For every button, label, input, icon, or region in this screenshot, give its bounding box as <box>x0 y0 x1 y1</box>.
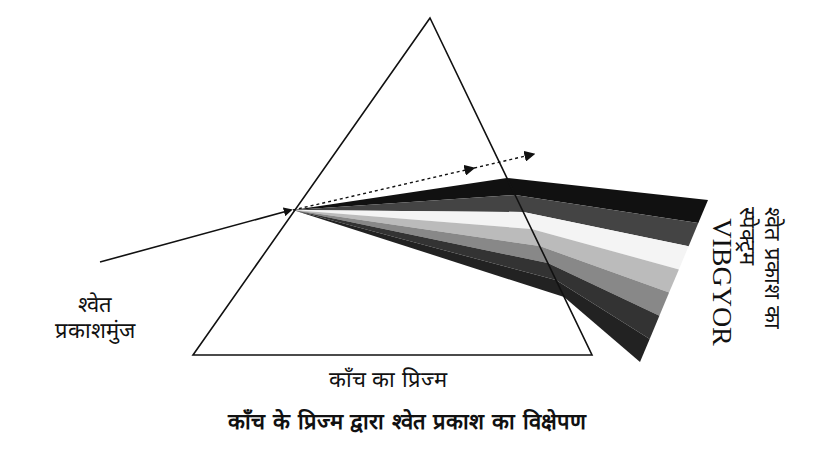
spectrum-order: VIBGYOR <box>708 218 736 346</box>
prism-label: काँच का प्रिज्म <box>329 367 448 393</box>
spectrum-fan <box>293 178 708 362</box>
undeviated-path <box>293 155 530 210</box>
spectrum-label: श्वेत प्रकाश का स्पेक्ट्रम <box>735 207 786 357</box>
light-beam-label: श्वेत प्रकाशमुंज <box>55 292 135 345</box>
glass-prism <box>193 18 592 355</box>
incident-ray <box>100 210 291 262</box>
figure-caption: काँच के प्रिज्म द्वारा श्वेत प्रकाश का व… <box>228 409 586 435</box>
